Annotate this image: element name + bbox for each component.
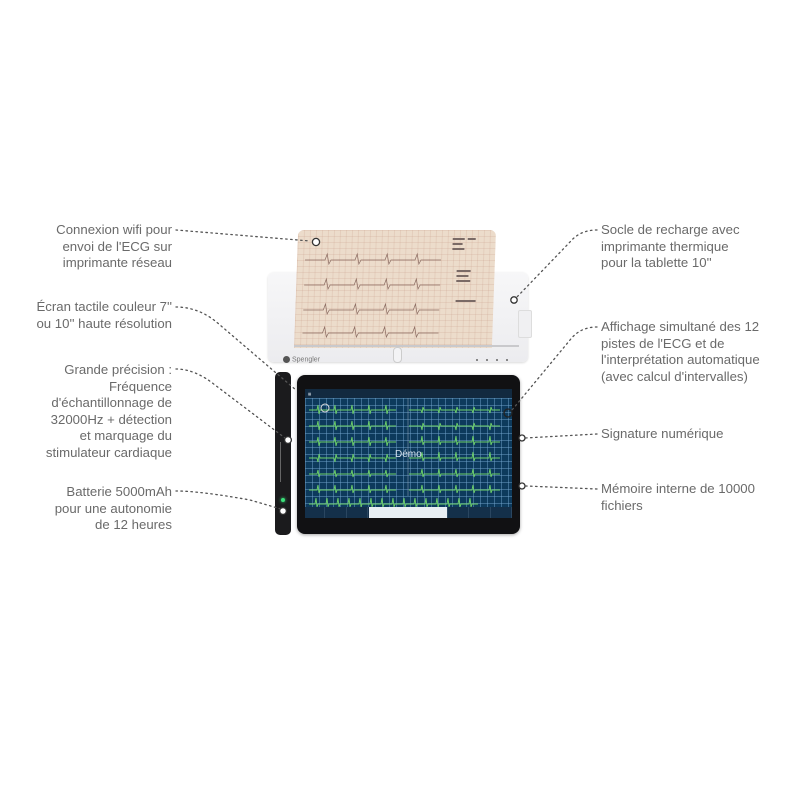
annotation-touchscreen: Écran tactile couleur 7'' ou 10'' haute … bbox=[36, 299, 172, 331]
heart-logo-icon bbox=[283, 356, 290, 363]
printer-slot bbox=[294, 345, 519, 347]
footer-button-3[interactable] bbox=[348, 507, 369, 518]
footer-button-2[interactable] bbox=[326, 507, 347, 518]
screen-header: ▦ bbox=[305, 389, 512, 398]
footer-comment-field[interactable] bbox=[369, 507, 448, 518]
battery-led-icon bbox=[281, 498, 285, 502]
screen-footer-toolbar bbox=[305, 507, 512, 518]
footer-button-1[interactable] bbox=[305, 507, 326, 518]
annotation-battery: Batterie 5000mAh pour une autonomie de 1… bbox=[54, 484, 172, 533]
footer-button-6[interactable] bbox=[492, 507, 512, 518]
footer-button-5[interactable] bbox=[470, 507, 491, 518]
brand-logo: Spengler bbox=[283, 356, 320, 363]
annotation-precision: Grande précision : Fréquence d'échantill… bbox=[45, 362, 172, 460]
side-panel-label bbox=[280, 442, 287, 482]
tablet-side-panel bbox=[275, 372, 291, 535]
dock-status-leds bbox=[472, 348, 517, 361]
footer-button-4[interactable] bbox=[449, 507, 470, 518]
annotation-signature: Signature numérique bbox=[601, 426, 724, 441]
brand-name: Spengler bbox=[292, 356, 321, 364]
annotation-dock: Socle de recharge avec imprimante thermi… bbox=[601, 222, 740, 271]
dock-release-button[interactable] bbox=[393, 347, 402, 363]
annotation-display: Affichage simultané des 12 pistes de l'E… bbox=[601, 319, 760, 384]
dock-side-tab bbox=[518, 310, 532, 338]
ecg-printout-paper bbox=[293, 230, 497, 348]
app-menu-icon[interactable]: ▦ bbox=[308, 391, 312, 396]
ecg-grid: Démo bbox=[305, 398, 512, 508]
ecg-12-lead-traces bbox=[309, 398, 500, 508]
annotation-memory: Mémoire interne de 10000 fichiers bbox=[601, 481, 755, 513]
annotation-wifi: Connexion wifi pour envoi de l'ECG sur i… bbox=[56, 222, 172, 271]
demo-watermark: Démo bbox=[395, 449, 422, 460]
ecg-screen[interactable]: ▦ Démo bbox=[305, 389, 512, 518]
ecg-printout-traces bbox=[302, 238, 476, 339]
